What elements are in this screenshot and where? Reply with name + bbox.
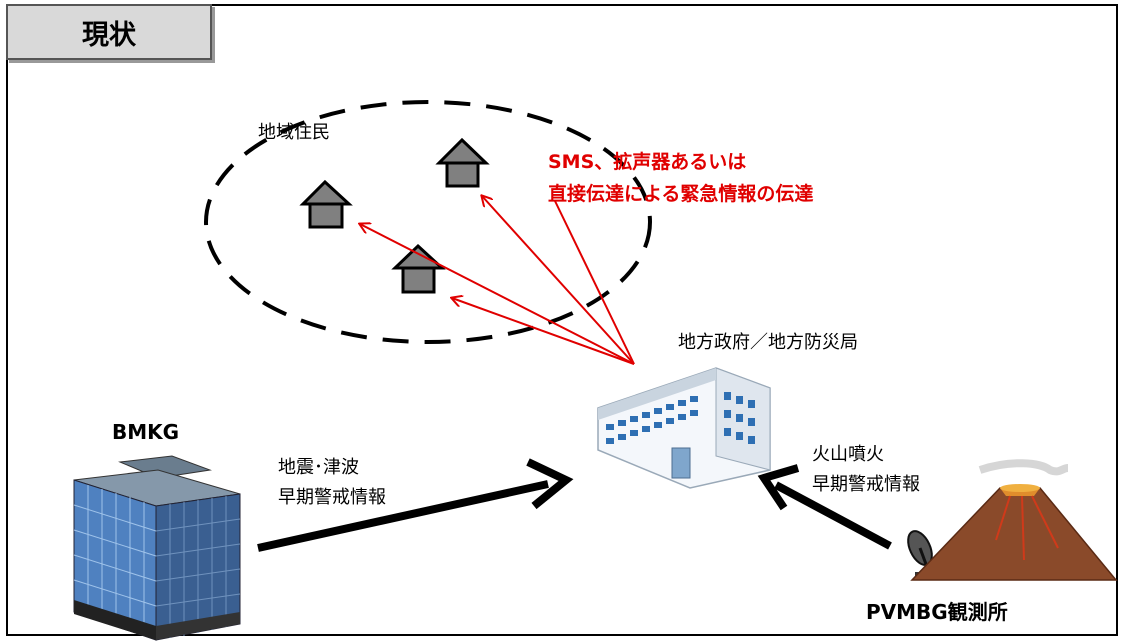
bmkg-label: BMKG [112, 420, 180, 444]
quake-warning-line-1: 地震･津波 [278, 457, 359, 478]
volcano-icon [910, 459, 1118, 581]
volcano-warning-label: 火山噴火 早期警戒情報 [812, 440, 920, 500]
dissemination-label: SMS、拡声器あるいは 直接伝達による緊急情報の伝達 [548, 146, 813, 210]
local-government-label: 地方政府／地方防災局 [678, 332, 858, 353]
quake-warning-label: 地震･津波 早期警戒情報 [278, 453, 386, 513]
bmkg-building-icon [73, 455, 241, 641]
house-icon [435, 137, 490, 188]
red-arrow [554, 200, 635, 365]
residents-area [204, 100, 652, 344]
dissemination-line-2: 直接伝達による緊急情報の伝達 [548, 183, 814, 205]
volcano-warning-line-1: 火山噴火 [812, 444, 884, 465]
arrowhead [757, 464, 800, 511]
volcano-warning-arrow [774, 481, 892, 550]
red-arrow [452, 298, 635, 365]
title-tab: 現状 [6, 4, 212, 60]
quake-warning-arrow [257, 480, 549, 552]
dissemination-line-1: SMS、拡声器あるいは [548, 151, 747, 173]
house-icon [299, 179, 353, 229]
residents-label: 地域住民 [258, 122, 330, 143]
quake-warning-line-2: 早期警戒情報 [278, 487, 386, 508]
red-arrow [482, 196, 635, 365]
red-arrow [360, 224, 635, 365]
pvmbg-label: PVMBG観測所 [866, 600, 1008, 624]
arrowhead [526, 458, 574, 510]
title-text: 現状 [82, 19, 136, 51]
house-icon [391, 243, 446, 294]
volcano-warning-line-2: 早期警戒情報 [812, 474, 920, 495]
government-building-icon [597, 367, 771, 489]
